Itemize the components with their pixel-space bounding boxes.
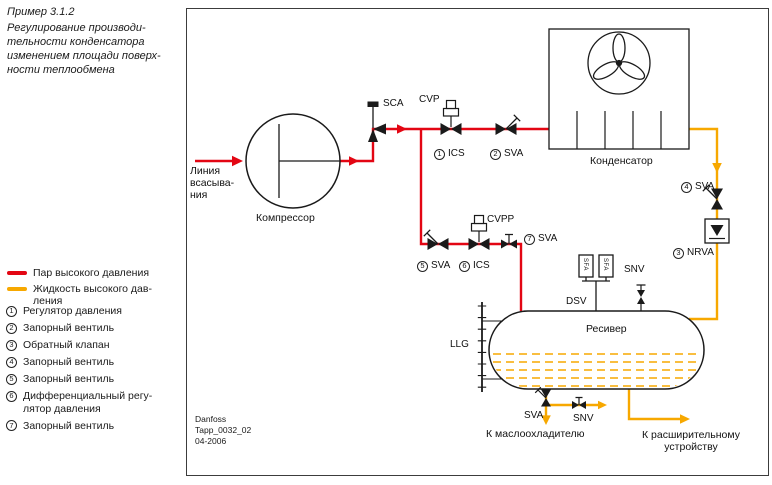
diagram-frame: Линия всасыва- ния Компрессор SCA CVP 1 … [186, 8, 769, 476]
key-num-6: 6 [6, 390, 17, 402]
sva7-num: 7 [524, 233, 535, 245]
suction-line-label: Линия всасыва- ния [190, 165, 235, 201]
condenser-out-arrow [712, 163, 722, 173]
llg-label: LLG [450, 339, 469, 350]
nrva3-num: 3 [673, 247, 684, 259]
expansion-label: К расширительному устройству [642, 429, 740, 453]
example-title: Пример 3.1.2 [7, 6, 75, 18]
diagram-canvas [195, 28, 730, 425]
key-item-3: 3 Обратный клапан [6, 339, 152, 352]
sva2-num: 2 [490, 148, 501, 160]
legend-vapor: Пар высокого давления [7, 267, 152, 280]
flow-arrows [232, 124, 722, 425]
condenser-label: Конденсатор [590, 155, 653, 167]
main-line-arrow [397, 124, 407, 134]
key-num-5: 5 [6, 373, 17, 385]
sva5-label: 5 SVA [417, 260, 450, 272]
ics1-num: 1 [434, 148, 445, 160]
snv-bottom-label: SNV [573, 413, 594, 424]
cvp-pilot [445, 99, 457, 110]
ics6-num: 6 [459, 260, 470, 272]
sfa-right-valve [598, 254, 614, 278]
sva2-valve [495, 114, 521, 135]
cvpp-pilot [473, 214, 485, 225]
liquid-line-swatch [7, 286, 27, 291]
sca-label: SCA [383, 98, 404, 109]
key-num-7: 7 [6, 420, 17, 431]
receiver-label: Ресивер [586, 323, 627, 335]
key-num-1: 1 [6, 305, 17, 317]
sfa-left-label: SFA [582, 258, 588, 271]
key-label-2: Запорный вентиль [23, 322, 115, 334]
sva4-num: 4 [681, 181, 692, 193]
sva5-num: 5 [417, 260, 428, 272]
key-item-7: 7 Запорный вентиль [6, 420, 152, 433]
nrva3-valve [704, 218, 730, 244]
flow-legend: Пар высокого давления Жидкость высокого … [7, 267, 152, 311]
key-item-6: 6 Дифференциальный регу- лятор давления [6, 390, 152, 415]
suction-arrow [232, 155, 243, 167]
fan-icon [587, 31, 651, 95]
cvpp-label: CVPP [487, 214, 515, 225]
oil-line-arrow [541, 415, 551, 425]
condenser-coil [576, 111, 662, 149]
sva7-label: 7 SVA [524, 233, 557, 245]
expansion-arrow [680, 414, 690, 424]
sfa-left-valve [578, 254, 594, 278]
snv-bottom-valve [572, 396, 586, 409]
sva-bottom-label: SVA [524, 410, 544, 421]
key-item-4: 4 Запорный вентиль [6, 356, 152, 369]
snv-top-label: SNV [624, 264, 645, 275]
compressor-symbol [245, 113, 341, 209]
legend-vapor-label: Пар высокого давления [33, 267, 150, 279]
key-num-4: 4 [6, 356, 17, 368]
discharge-arrow [349, 156, 359, 166]
sca-valve [367, 101, 386, 142]
sva-bottom-valve [534, 386, 551, 407]
legend-liquid: Жидкость высокого дав- ления [7, 283, 152, 308]
sva4-valve [702, 184, 723, 210]
key-item-5: 5 Запорный вентиль [6, 373, 152, 386]
sva7-valve [501, 233, 517, 249]
legend-liquid-label: Жидкость высокого дав- ления [33, 282, 152, 308]
key-num-3: 3 [6, 339, 17, 351]
key-label-4: Запорный вентиль [23, 356, 115, 368]
key-item-1: 1 Регулятор давления [6, 305, 152, 318]
compressor-label: Компрессор [256, 212, 315, 224]
key-num-2: 2 [6, 322, 17, 334]
vapor-line-swatch [7, 271, 27, 275]
dsv-label: DSV [566, 296, 587, 307]
credit-block: Danfoss Tapp_0032_02 04-2006 [195, 414, 252, 446]
key-label-3: Обратный клапан [23, 339, 110, 351]
component-key-list: 1 Регулятор давления 2 Запорный вентиль … [6, 305, 152, 437]
key-label-5: Запорный вентиль [23, 373, 115, 385]
ics6-label: 6 ICS [459, 260, 490, 272]
key-label-1: Регулятор давления [23, 305, 122, 317]
nrva3-label: 3 NRVA [673, 247, 714, 259]
sva2-label: 2 SVA [490, 148, 523, 160]
key-item-2: 2 Запорный вентиль [6, 322, 152, 335]
example-description: Регулирование производи- тельности конде… [7, 22, 161, 76]
oil-cooler-label: К маслоохладителю [486, 428, 585, 440]
llg-gauge [477, 302, 503, 392]
sva5-valve [423, 229, 449, 250]
snv-branch-arrow [598, 400, 607, 410]
condenser-symbol [548, 28, 690, 150]
sva4-label: 4 SVA [681, 181, 714, 193]
dsv-assembly [578, 254, 614, 311]
key-label-6: Дифференциальный регу- лятор давления [23, 390, 153, 415]
ics1-valve [440, 99, 462, 135]
key-label-7: Запорный вентиль [23, 419, 115, 432]
snv-top-valve [636, 284, 646, 311]
cvp-label: CVP [419, 94, 440, 105]
sidebar: Пример 3.1.2 Регулирование производи- те… [0, 0, 186, 485]
sfa-right-label: SFA [602, 258, 608, 271]
ics1-label: 1 ICS [434, 148, 465, 160]
ics6-valve [468, 214, 490, 250]
